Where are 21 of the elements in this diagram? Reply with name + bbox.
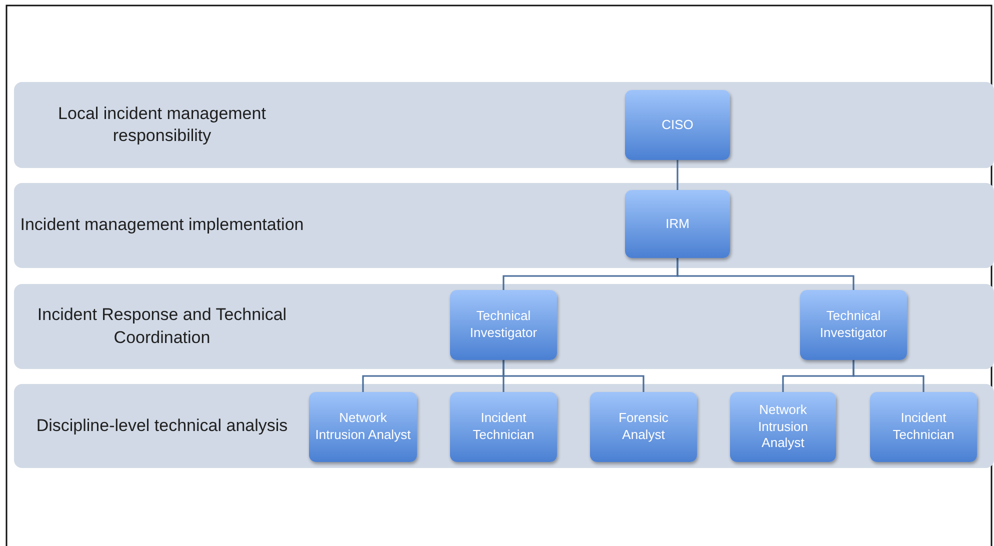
level-band [14, 284, 994, 369]
role-box: Technical Investigator [800, 290, 907, 360]
connector-line [502, 360, 644, 392]
role-box: CISO [625, 90, 730, 160]
role-box: Incident Technician [870, 392, 977, 462]
connector-line [676, 160, 678, 190]
level-label: Incident management implementation [19, 214, 305, 236]
level-label: Discipline-level technical analysis [35, 414, 289, 437]
connector-line [852, 360, 924, 392]
connector-line [676, 258, 854, 290]
role-box: Network Intrusion Analyst [309, 392, 417, 462]
level-band [14, 82, 994, 168]
role-box: IRM [625, 190, 730, 258]
level-band [14, 183, 994, 268]
role-box: Forensic Analyst [590, 392, 697, 462]
level-band [14, 384, 994, 468]
role-box: Network Intrusion Analyst [730, 392, 836, 462]
level-label: Local incident management responsibility [57, 102, 267, 147]
level-label: Incident Response and Technical Coordination [36, 304, 288, 348]
role-box: Technical Investigator [450, 290, 557, 360]
role-box: Incident Technician [450, 392, 557, 462]
